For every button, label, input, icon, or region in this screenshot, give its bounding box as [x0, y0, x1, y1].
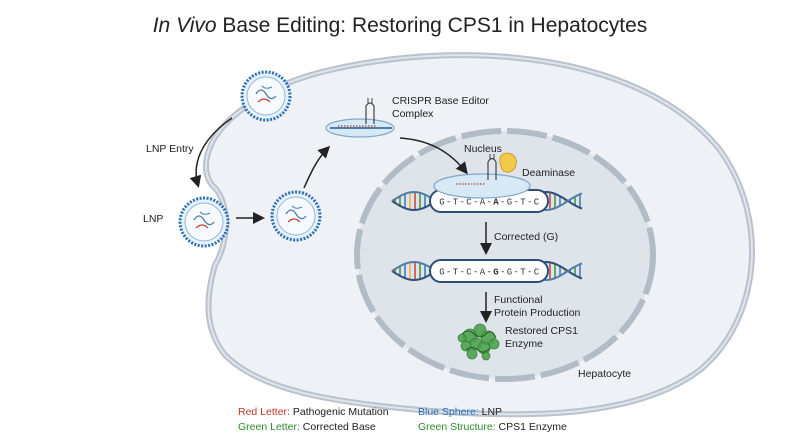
dna-base: G	[507, 268, 512, 278]
legend-green-letter: Green Letter: Corrected Base	[238, 421, 376, 433]
dna-base: G	[439, 268, 444, 278]
title-rest: Base Editing: Restoring CPS1 in Hepatocy…	[216, 14, 648, 37]
dna-base: G	[493, 268, 498, 278]
dna-base: T	[453, 198, 459, 208]
dna-base: G	[507, 198, 512, 208]
dna-base: C	[534, 198, 540, 208]
dna-base: T	[520, 198, 526, 208]
dna-base: A	[480, 268, 486, 278]
title-italic: In Vivo	[152, 14, 217, 37]
legend-red-letter: Red Letter: Pathogenic Mutation	[238, 406, 389, 418]
dna-separator: -	[446, 268, 451, 278]
label-functional-line2: Protein Production	[494, 307, 581, 319]
dna-separator: -	[527, 198, 532, 208]
dna-separator: -	[514, 268, 519, 278]
dna-separator: -	[527, 268, 532, 278]
dna-base: C	[466, 198, 472, 208]
cps1-enzyme-icon	[457, 323, 500, 361]
legend-blue-sphere: Blue Sphere: LNP	[418, 406, 503, 418]
base-editor-on-dna	[433, 154, 531, 199]
legend-green-structure: Green Structure: CPS1 Enzyme	[418, 421, 567, 433]
dna-separator: -	[446, 198, 451, 208]
label-functional-line1: Functional	[494, 294, 542, 306]
dna-separator: -	[460, 198, 465, 208]
dna-separator: -	[487, 198, 492, 208]
dna-separator: -	[500, 268, 505, 278]
dna-base: G	[439, 198, 444, 208]
dna-separator: -	[473, 198, 478, 208]
diagram-title: In Vivo Base Editing: Restoring CPS1 in …	[0, 14, 800, 38]
dna-separator: -	[487, 268, 492, 278]
label-hepatocyte: Hepatocyte	[578, 368, 631, 380]
dna-helix-corrected: G-T-C-A-G-G-T-C	[391, 259, 583, 283]
label-crispr-line2: Complex	[392, 108, 434, 120]
label-deaminase: Deaminase	[522, 167, 575, 179]
dna-base: T	[520, 268, 526, 278]
dna-helix-mutant: G-T-C-A-A-G-T-C	[391, 189, 583, 213]
label-restored-line2: Enzyme	[505, 338, 543, 350]
crispr-complex	[325, 98, 395, 138]
nucleus	[354, 128, 656, 382]
arrow-lnp-entry	[189, 117, 233, 188]
dna-separator: -	[473, 268, 478, 278]
dna-separator: -	[514, 198, 519, 208]
dna-base: C	[466, 268, 472, 278]
arrow-to-complex	[303, 145, 331, 189]
label-corrected: Corrected (G)	[494, 231, 558, 243]
dna-base: A	[493, 198, 499, 208]
label-lnp: LNP	[143, 213, 163, 225]
dna-separator: -	[500, 198, 505, 208]
dna-base: C	[534, 268, 540, 278]
dna-base: T	[453, 268, 459, 278]
arrow-into-nucleus	[399, 137, 468, 175]
label-crispr-line1: CRISPR Base Editor	[392, 95, 489, 107]
label-restored-line1: Restored CPS1	[505, 325, 578, 337]
deaminase-icon	[499, 152, 517, 173]
label-nucleus: Nucleus	[464, 143, 502, 155]
dna-separator: -	[460, 268, 465, 278]
lnp-sphere-endosome	[270, 190, 322, 242]
lnp-sphere-outside	[240, 70, 292, 122]
lnp-sphere-entering	[178, 196, 230, 248]
label-lnp-entry: LNP Entry	[146, 143, 194, 155]
dna-base: A	[480, 198, 486, 208]
